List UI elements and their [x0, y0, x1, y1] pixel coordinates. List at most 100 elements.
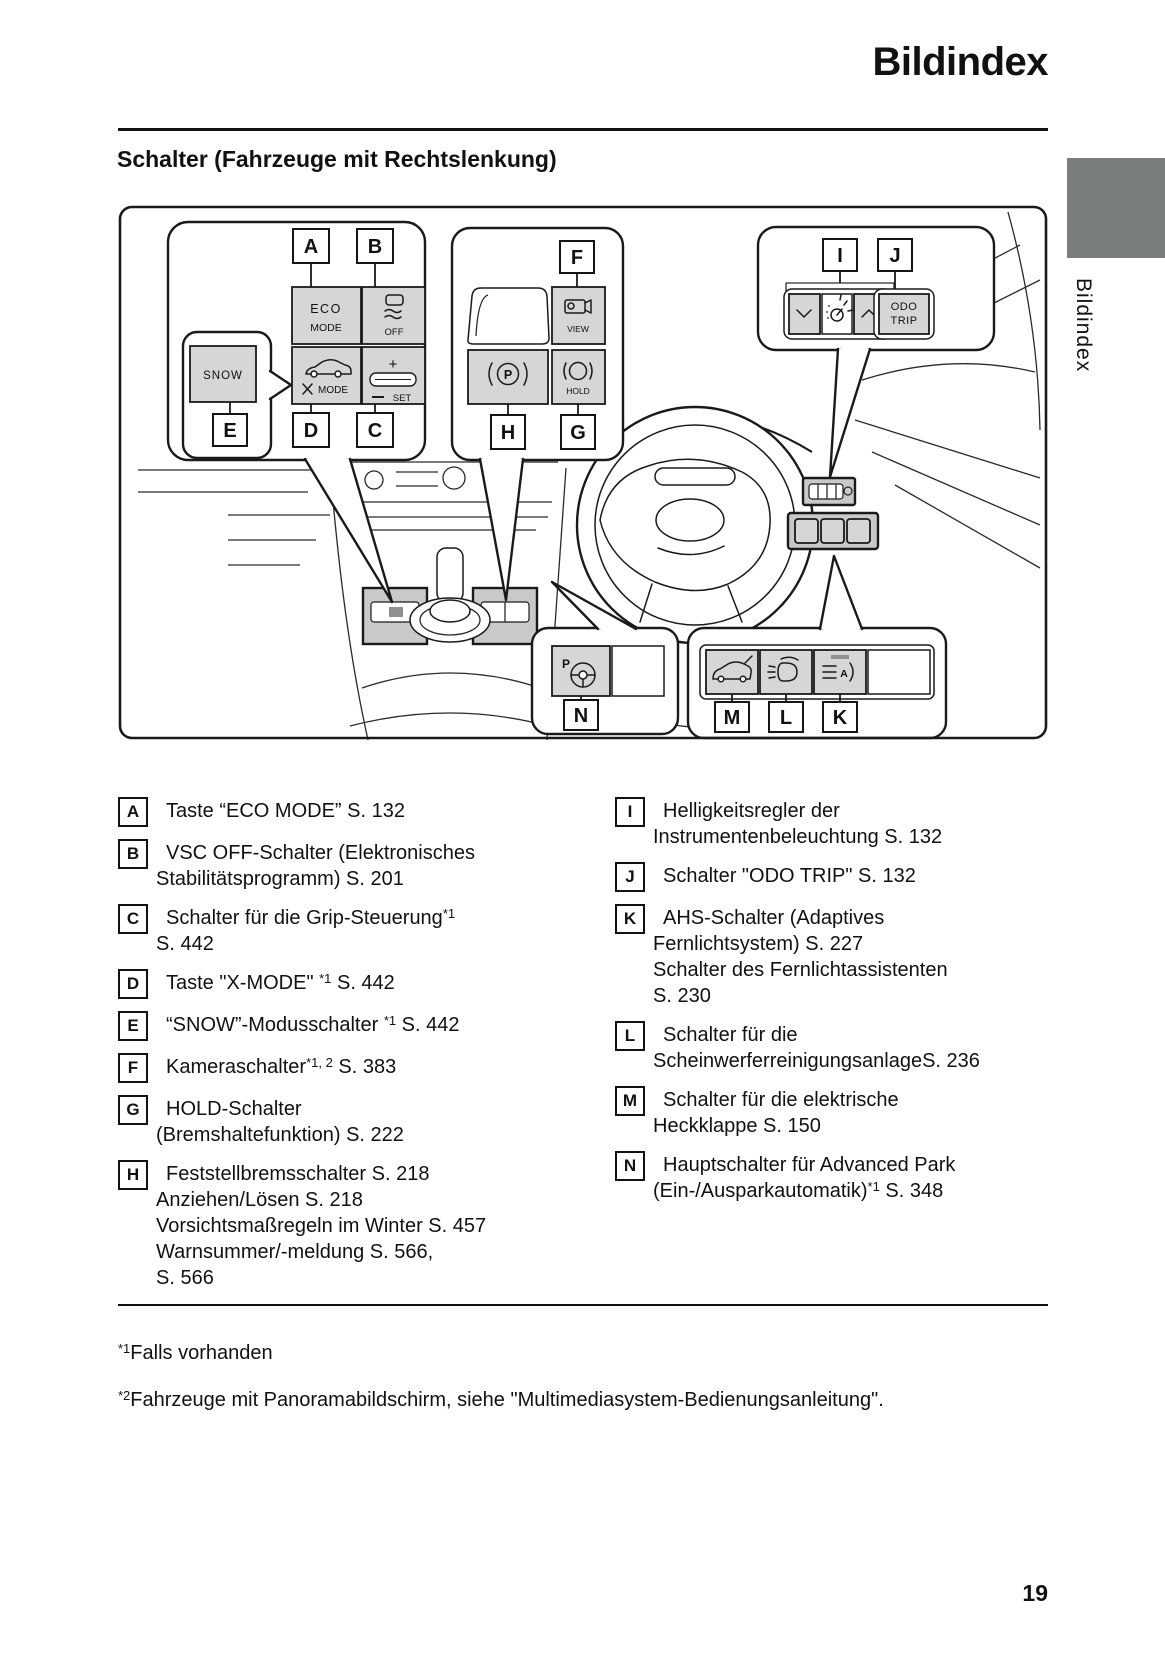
x-mode-car-icon [305, 358, 352, 378]
legend-marker-e: E [118, 1011, 148, 1041]
legend-marker-d: D [118, 969, 148, 999]
text-run: Hauptschalter für Advanced Park [663, 1154, 956, 1176]
callout-f: F [559, 240, 595, 274]
svg-text:MODE: MODE [318, 385, 348, 396]
legend-line: Kameraschalter*1, 2 S. 383 [156, 1054, 598, 1080]
legend-text: HOLD-Schalter(Bremshaltefunktion) S. 222 [156, 1096, 598, 1148]
svg-text:SET: SET [393, 393, 412, 404]
svg-text:H: H [501, 422, 515, 444]
legend-item-a: A Taste “ECO MODE” S. 132 [118, 797, 598, 827]
text-run: Schalter "ODO TRIP" S. 132 [663, 865, 916, 887]
footnote-marker: *1 [319, 971, 332, 986]
text-run: Fernlichtsystem) S. 227 [653, 933, 864, 955]
legend-marker-a: A [118, 797, 148, 827]
page-title: Bildindex [872, 40, 1048, 84]
parking-brake-button: P [467, 349, 549, 405]
callout-n: N [563, 699, 599, 731]
legend-line: (Ein-/Ausparkautomatik)*1 S. 348 [653, 1178, 1055, 1204]
legend-line: Taste "X-MODE" *1 S. 442 [156, 970, 598, 996]
footnote-marker: *1 [383, 1013, 397, 1028]
legend-line: (Bremshaltefunktion) S. 222 [156, 1122, 598, 1148]
legend-marker-i: I [615, 797, 645, 827]
legend-line: Taste “ECO MODE” S. 132 [156, 798, 598, 824]
legend-line: Stabilitätsprogramm) S. 201 [156, 866, 598, 892]
dashboard-diagram: ECO MODE OFF MODE + SET [118, 205, 1048, 740]
dimmer-down-button [788, 293, 821, 335]
legend-marker-h: H [118, 1160, 148, 1190]
svg-text:OFF: OFF [385, 327, 404, 338]
steering-column-switches [786, 476, 880, 551]
blank-button [611, 645, 665, 697]
callout-j: J [877, 238, 913, 272]
text-run: Taste “ECO MODE” S. 132 [166, 800, 405, 822]
text-run: Heckklappe S. 150 [653, 1115, 821, 1137]
svg-text:M: M [724, 707, 741, 729]
legend-text: Taste “ECO MODE” S. 132 [156, 798, 598, 827]
text-run: Kameraschalter [166, 1056, 307, 1078]
text-run: Helligkeitsregler der [663, 800, 840, 822]
legend-marker-m: M [615, 1086, 645, 1116]
legend-line: S. 566 [156, 1265, 598, 1291]
footnote-marker: *1 [118, 1341, 131, 1356]
text-run: Vorsichtsmaßregeln im Winter S. 457 [156, 1215, 487, 1237]
text-run: S. 442 [396, 1014, 460, 1036]
legend-text: Kameraschalter*1, 2 S. 383 [156, 1054, 598, 1083]
text-run: Instrumentenbeleuchtung S. 132 [653, 826, 943, 848]
text-run: Schalter für die [663, 1024, 798, 1046]
grip-control-switch: + SET [361, 346, 426, 405]
legend-line: Feststellbremsschalter S. 218 [156, 1161, 598, 1187]
text-run: HOLD-Schalter [166, 1098, 302, 1120]
camera-view-button: VIEW [551, 286, 606, 345]
svg-text:ECO: ECO [310, 302, 342, 316]
text-run: “SNOW”-Modusschalter [166, 1014, 384, 1036]
legend-line: AHS-Schalter (Adaptives [653, 905, 1055, 931]
text-run: S. 230 [653, 985, 711, 1007]
callout-a: A [292, 228, 330, 264]
text-run: S. 383 [332, 1056, 397, 1078]
chapter-tab-label: Bildindex [1072, 278, 1095, 373]
svg-text:P: P [562, 657, 570, 671]
x-mode-cross-icon [302, 383, 313, 395]
legend-line: “SNOW”-Modusschalter *1 S. 442 [156, 1012, 598, 1038]
blank-button [867, 649, 931, 695]
legend-line: Hauptschalter für Advanced Park [653, 1152, 1055, 1178]
text-run: S. 348 [879, 1180, 944, 1202]
snow-mode-switch: SNOW [189, 345, 257, 403]
svg-text:+: + [389, 356, 398, 373]
svg-text:B: B [368, 236, 382, 258]
center-console [361, 547, 539, 646]
text-run: AHS-Schalter (Adaptives [663, 907, 885, 929]
callout-g: G [560, 414, 596, 450]
page-number: 19 [1022, 1580, 1048, 1606]
legend-line: HOLD-Schalter [156, 1096, 598, 1122]
callout-e: E [212, 413, 248, 447]
text-run: Stabilitätsprogramm) S. 201 [156, 868, 404, 890]
footnote-marker: *1 [867, 1179, 880, 1194]
headlight-washer-icon [767, 656, 799, 682]
text-run: Feststellbremsschalter S. 218 [166, 1163, 430, 1185]
vsc-off-icon [384, 294, 404, 320]
title-rule [118, 128, 1048, 131]
callout-l: L [768, 701, 804, 733]
callout-c: C [356, 412, 394, 448]
callout-d: D [292, 412, 330, 448]
odo-trip-switch: ODO TRIP [873, 288, 935, 340]
legend-line: Schalter für die elektrische [653, 1087, 1055, 1113]
display-screen-outline [467, 287, 550, 345]
legend-line: Fernlichtsystem) S. 227 [653, 931, 1055, 957]
footnote-rule [118, 1304, 1048, 1306]
svg-text:L: L [780, 707, 792, 729]
svg-text:F: F [571, 247, 583, 269]
footnote: *1Falls vorhanden [118, 1341, 273, 1364]
svg-text:HOLD: HOLD [566, 386, 590, 396]
footnote-marker: *1 [442, 906, 456, 921]
legend-line: Warnsummer/-meldung S. 566, [156, 1239, 598, 1265]
